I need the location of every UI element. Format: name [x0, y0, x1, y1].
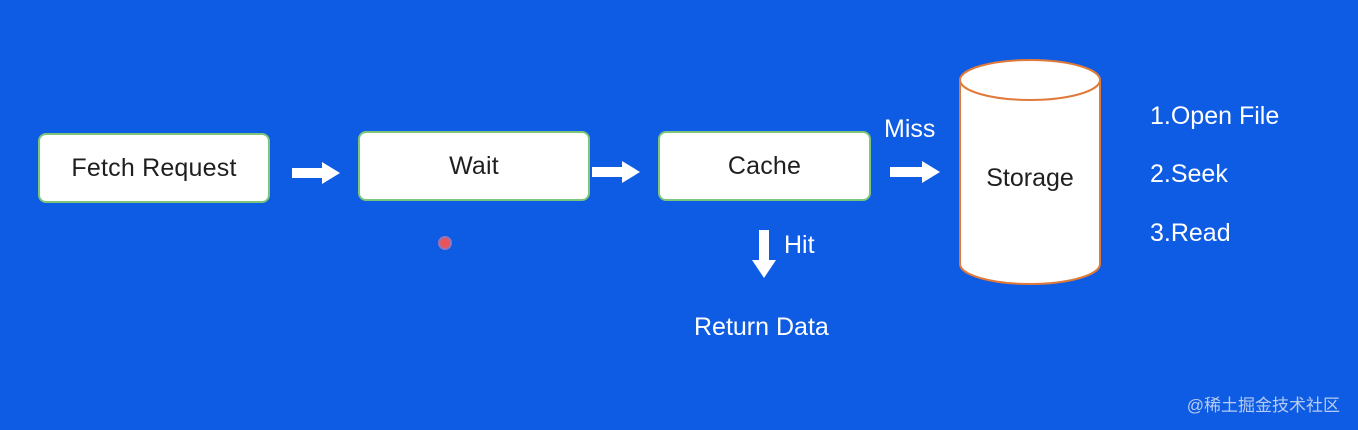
- storage-cylinder-icon: [959, 59, 1101, 285]
- cache-node: Cache: [658, 131, 871, 201]
- storage-step-seek: 2.Seek: [1150, 160, 1228, 188]
- pointer-dot-icon: [440, 238, 450, 248]
- return-data-label: Return Data: [694, 313, 829, 341]
- wait-label: Wait: [449, 151, 499, 180]
- arrow-right-icon: [592, 161, 640, 183]
- fetch-request-node: Fetch Request: [38, 133, 270, 203]
- arrow-right-icon: [890, 161, 940, 183]
- watermark: @稀土掘金技术社区: [1186, 396, 1340, 415]
- hit-label: Hit: [784, 231, 815, 259]
- storage-step-open-file: 1.Open File: [1150, 102, 1280, 130]
- fetch-request-label: Fetch Request: [71, 153, 237, 182]
- cache-label: Cache: [727, 151, 802, 180]
- miss-label: Miss: [884, 115, 936, 143]
- arrow-right-icon: [292, 162, 340, 184]
- wait-node: Wait: [358, 131, 590, 201]
- storage-step-read: 3.Read: [1150, 219, 1231, 247]
- arrow-down-icon: [752, 230, 776, 278]
- storage-label: Storage: [986, 164, 1074, 192]
